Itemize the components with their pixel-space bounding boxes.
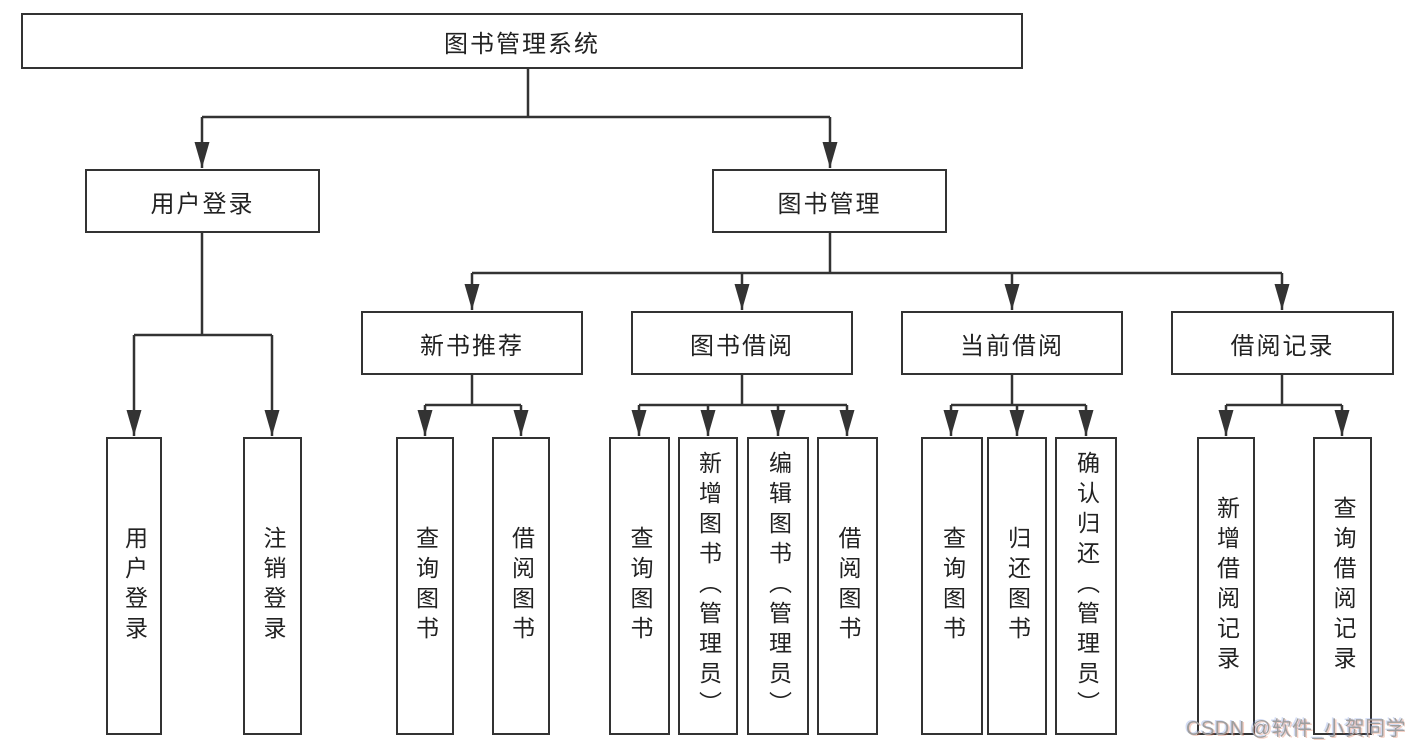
node-leaf-user-login: 用户登录 [106,437,162,735]
node-user-login: 用户登录 [85,169,320,233]
node-leaf-logout: 注销登录 [243,437,302,735]
leaf-label: 借阅图书 [508,526,535,646]
leaf-label: 注销登录 [260,526,286,646]
leaf-label: 借阅图书 [835,526,861,646]
node-leaf-edit-book: 编辑图书（管理员） [747,437,809,735]
node-leaf-borrow-book: 借阅图书 [817,437,878,735]
node-leaf-query-book-rec: 查询图书 [396,437,454,735]
node-leaf-confirm-return: 确认归还（管理员） [1055,437,1117,735]
node-book-borrow: 图书借阅 [631,311,853,375]
node-leaf-query-book-current: 查询图书 [921,437,983,735]
node-leaf-borrow-book-rec: 借阅图书 [492,437,550,735]
leaf-label: 确认归还（管理员） [1073,451,1100,721]
node-leaf-return-book: 归还图书 [987,437,1047,735]
leaf-label: 新增图书（管理员） [695,451,722,721]
node-leaf-add-record: 新增借阅记录 [1197,437,1255,735]
node-leaf-query-book-borrow: 查询图书 [609,437,670,735]
node-leaf-query-record: 查询借阅记录 [1313,437,1372,735]
leaf-label: 查询借阅记录 [1330,496,1356,676]
leaf-label: 新增借阅记录 [1213,496,1240,676]
leaf-label: 编辑图书（管理员） [765,451,792,721]
leaf-label: 查询图书 [939,526,966,646]
leaf-label: 用户登录 [121,526,148,646]
node-book-mgmt: 图书管理 [712,169,947,233]
node-borrow-record: 借阅记录 [1171,311,1394,375]
leaf-label: 查询图书 [627,526,653,646]
node-root: 图书管理系统 [21,13,1023,69]
node-leaf-add-book: 新增图书（管理员） [678,437,738,735]
watermark: CSDN @软件_小贺同学 [1186,718,1405,740]
node-new-book-rec: 新书推荐 [361,311,583,375]
node-current-borrow: 当前借阅 [901,311,1123,375]
leaf-label: 查询图书 [412,526,439,646]
leaf-label: 归还图书 [1004,526,1031,646]
